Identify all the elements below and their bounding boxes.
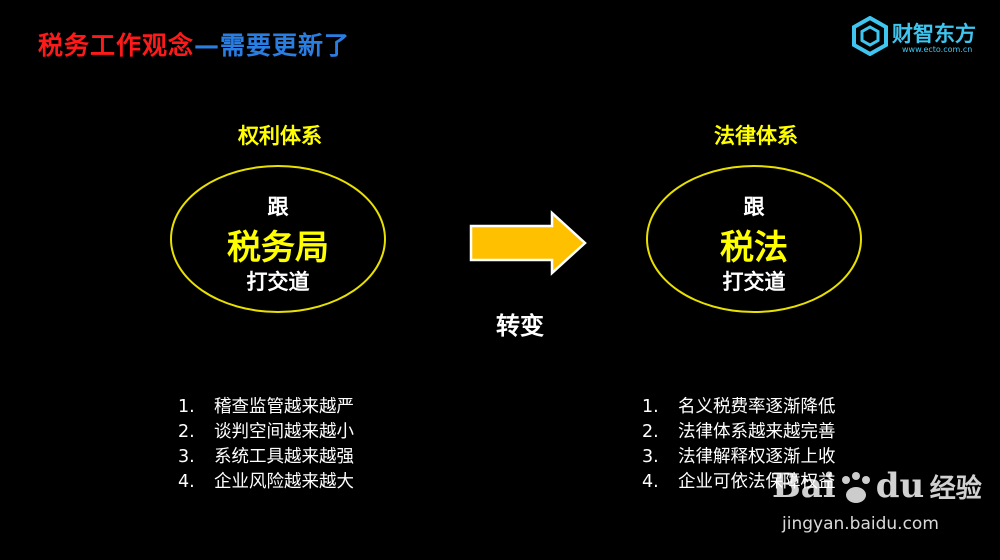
list-item: 4.企业风险越来越大 bbox=[178, 472, 354, 492]
right-ellipse bbox=[646, 165, 862, 313]
left-list: 1.稽查监管越来越严 2.谈判空间越来越小 3.系统工具越来越强 4.企业风险越… bbox=[178, 395, 354, 495]
title-part-blue: —需要更新了 bbox=[194, 31, 351, 60]
baidu-paw-icon bbox=[842, 472, 870, 503]
company-logo: 财智东方 www.ecto.com.cn bbox=[850, 14, 990, 58]
list-item: 3.系统工具越来越强 bbox=[178, 447, 354, 467]
left-ellipse bbox=[170, 165, 386, 313]
left-line1: 跟 bbox=[267, 195, 289, 219]
list-item: 2.谈判空间越来越小 bbox=[178, 422, 354, 442]
list-item: 3.法律解释权逐渐上收 bbox=[642, 447, 836, 467]
left-section-title: 权利体系 bbox=[238, 124, 322, 148]
left-main-word: 税务局 bbox=[227, 228, 329, 268]
list-item: 2.法律体系越来越完善 bbox=[642, 422, 836, 442]
logo-site-url: www.ecto.com.cn bbox=[902, 45, 973, 54]
right-main-word: 税法 bbox=[720, 228, 788, 268]
right-arrow-icon bbox=[469, 210, 587, 276]
right-line1: 跟 bbox=[743, 195, 765, 219]
watermark-url: jingyan.baidu.com bbox=[782, 514, 939, 534]
title-part-red: 税务工作观念 bbox=[38, 31, 195, 60]
logo-brand-name: 财智东方 bbox=[892, 22, 976, 46]
slide-title: 税务工作观念—需要更新了 bbox=[38, 26, 350, 62]
right-section-title: 法律体系 bbox=[714, 124, 798, 148]
list-item: 1.稽查监管越来越严 bbox=[178, 397, 354, 417]
list-item: 4.企业可依法保障权益 bbox=[642, 472, 836, 492]
right-list: 1.名义税费率逐渐降低 2.法律体系越来越完善 3.法律解释权逐渐上收 4.企业… bbox=[642, 395, 836, 495]
list-item: 1.名义税费率逐渐降低 bbox=[642, 397, 836, 417]
left-line3: 打交道 bbox=[246, 270, 310, 294]
hexagon-logo-icon bbox=[852, 16, 888, 56]
right-line3: 打交道 bbox=[722, 270, 786, 294]
change-label: 转变 bbox=[496, 312, 544, 340]
